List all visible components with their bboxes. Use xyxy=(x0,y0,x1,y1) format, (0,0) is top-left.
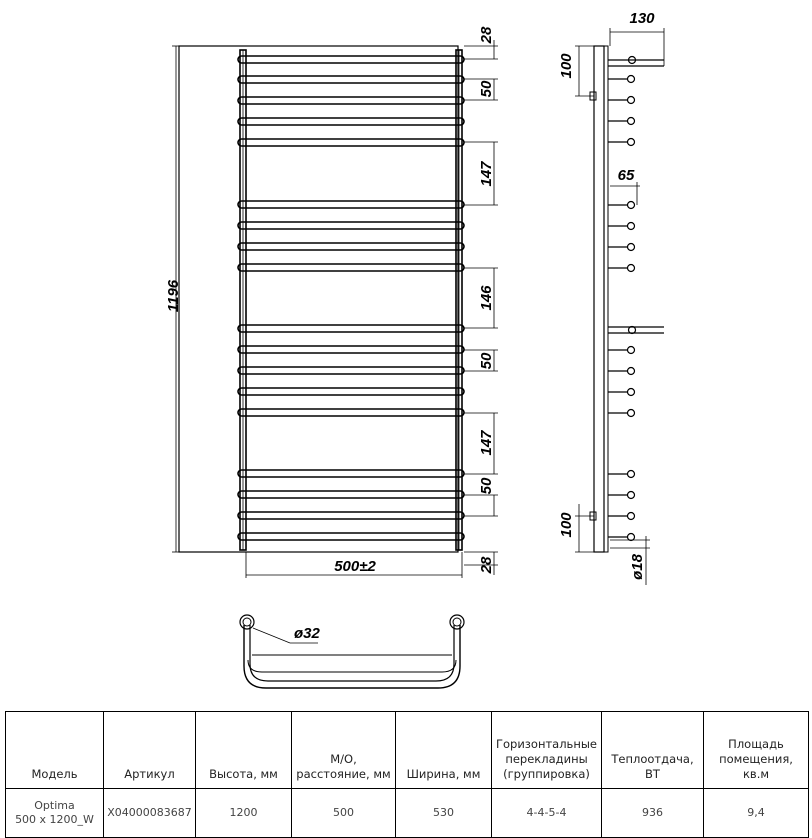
cell-article: X04000083687 xyxy=(103,788,196,838)
dim-side-rung-depth: 65 xyxy=(618,167,635,184)
dim-side-top-offset: 100 xyxy=(558,53,575,79)
cell-room-area: 9,4 xyxy=(703,788,809,838)
header-article: Артикул xyxy=(103,711,196,789)
side-view xyxy=(575,28,665,585)
dim-spacing-50-a: 50 xyxy=(478,80,495,97)
header-width: Ширина, мм xyxy=(395,711,492,789)
header-room-area: Площадь помещения, кв.м xyxy=(703,711,809,789)
spec-table-header-row: Модель Артикул Высота, мм М/О, расстояни… xyxy=(5,711,809,789)
header-rungs: Горизонтальные перекладины (группировка) xyxy=(491,711,602,789)
dim-spacing-146: 146 xyxy=(478,285,495,311)
rungs xyxy=(237,55,465,541)
table-row: Optima 500 x 1200_W X04000083687 1200 50… xyxy=(5,788,809,838)
dim-spacing-147-a: 147 xyxy=(478,161,495,187)
dim-pipe-diameter: ø32 xyxy=(294,625,321,642)
dim-overall-height: 1196 xyxy=(165,279,182,312)
cell-heat-output: 936 xyxy=(601,788,704,838)
front-view xyxy=(172,40,498,578)
dim-width: 500±2 xyxy=(334,558,376,575)
dim-side-bottom-offset: 100 xyxy=(558,512,575,538)
top-view xyxy=(239,614,465,689)
cell-center-distance: 500 xyxy=(291,788,396,838)
dim-side-rung-diameter: ø18 xyxy=(629,553,646,580)
cell-height: 1200 xyxy=(195,788,292,838)
cell-model-name: Optima xyxy=(34,799,75,812)
dim-spacing-50-b: 50 xyxy=(478,352,495,369)
cell-model: Optima 500 x 1200_W xyxy=(5,788,104,838)
technical-drawing: 1196 28 50 147 146 50 147 50 28 500±2 xyxy=(165,10,665,689)
cell-width: 530 xyxy=(395,788,492,838)
dim-side-depth: 130 xyxy=(629,10,655,27)
dim-top-gap: 28 xyxy=(478,26,495,44)
spec-table: Модель Артикул Высота, мм М/О, расстояни… xyxy=(5,711,809,838)
dim-spacing-50-c: 50 xyxy=(478,477,495,494)
header-heat-output: Теплоотдача, ВТ xyxy=(601,711,704,789)
cell-rungs: 4-4-5-4 xyxy=(491,788,602,838)
dim-bottom-gap: 28 xyxy=(478,556,495,574)
cell-model-size: 500 x 1200_W xyxy=(15,813,94,826)
dim-spacing-147-b: 147 xyxy=(478,430,495,456)
header-height: Высота, мм xyxy=(195,711,292,789)
header-model: Модель xyxy=(5,711,104,789)
header-center-distance: М/О, расстояние, мм xyxy=(291,711,396,789)
